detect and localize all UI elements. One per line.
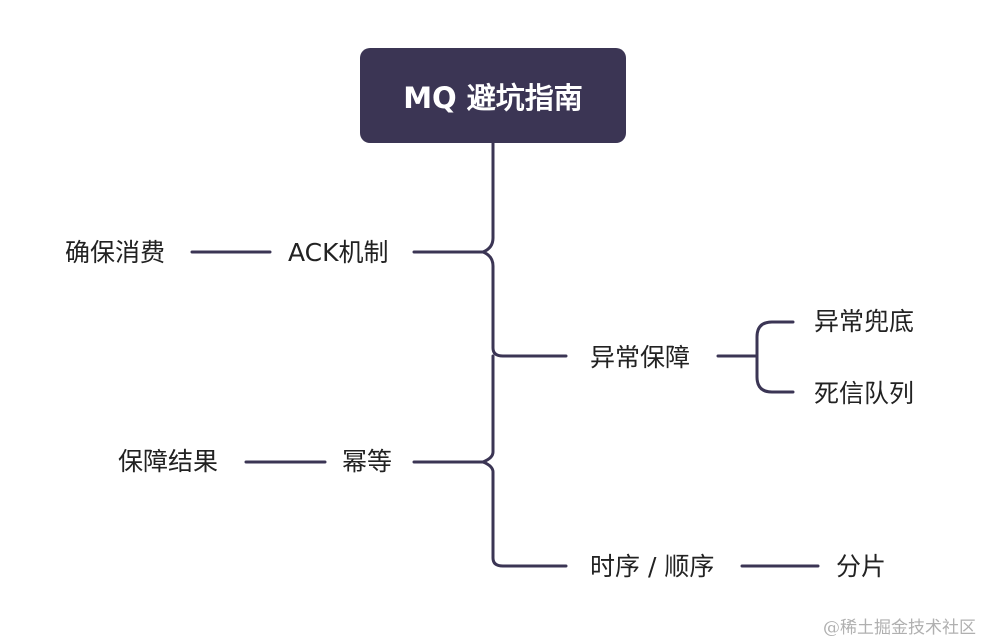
node-idempotent-child: 保障结果 <box>118 447 219 476</box>
node-exception-child-2: 死信队列 <box>814 379 915 408</box>
node-ack: ACK机制 <box>288 238 389 267</box>
watermark: @稀土掘金技术社区 <box>823 618 976 638</box>
node-idempotent: 幂等 <box>342 447 393 476</box>
node-exception: 异常保障 <box>590 343 691 372</box>
node-order-child: 分片 <box>836 552 887 581</box>
node-exception-child-1: 异常兜底 <box>814 307 915 336</box>
root-title: MQ 避坑指南 <box>403 80 583 115</box>
connector-exception-fork <box>755 320 795 394</box>
root-node: MQ 避坑指南 <box>360 48 626 143</box>
node-ack-child: 确保消费 <box>65 238 166 267</box>
trunk <box>481 141 568 568</box>
node-order: 时序 / 顺序 <box>590 552 715 581</box>
